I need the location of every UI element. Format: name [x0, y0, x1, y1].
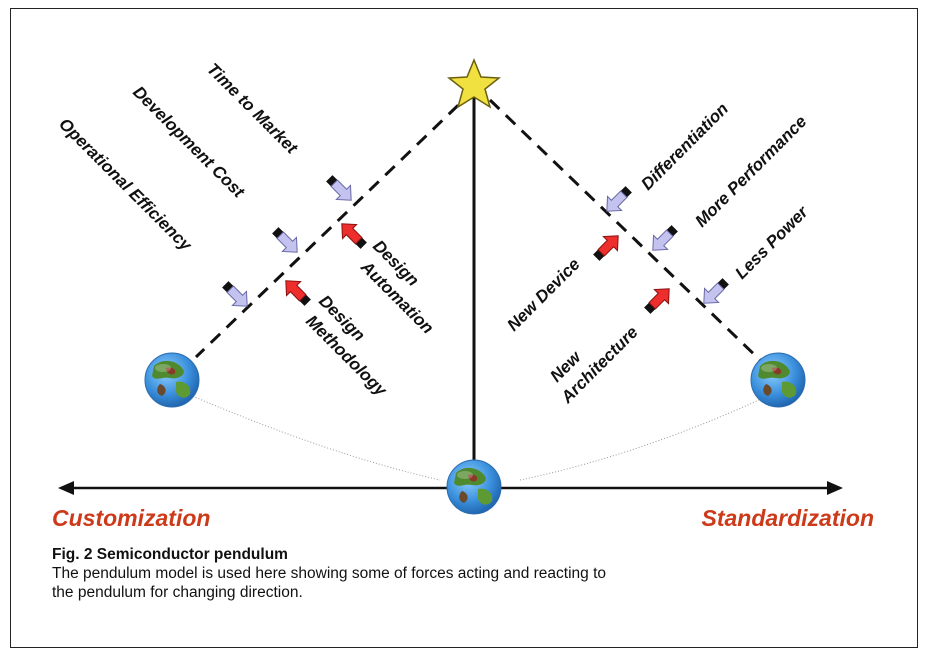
star-icon [446, 58, 502, 109]
globe-icon [750, 352, 806, 408]
force-label-time-to-market: Time to Market [203, 59, 302, 158]
arrow-icon [639, 281, 677, 319]
force-label-differentiation: Differentiation [637, 99, 732, 194]
reaction-label-new-device: New Device [503, 255, 583, 335]
arrow-icon [321, 170, 359, 208]
figure-caption: Fig. 2 Semiconductor pendulum The pendul… [52, 545, 872, 602]
axis-label-standardization: Standardization [701, 505, 874, 531]
arrow-icon [278, 273, 316, 311]
globe-icon [446, 459, 502, 515]
axis-arrowhead-right [827, 481, 843, 495]
swing-line-right [488, 98, 762, 362]
arrow-icon [334, 216, 372, 254]
caption-title: Fig. 2 Semiconductor pendulum [52, 546, 288, 563]
force-label-less-power: Less Power [731, 202, 812, 283]
caption-body-line-2: the pendulum for changing direction. [52, 584, 303, 601]
globe-icon [144, 352, 200, 408]
figure-frame [10, 8, 918, 648]
pendulum-arc-right [519, 394, 771, 481]
axis-label-customization: Customization [52, 505, 210, 531]
axis-arrowhead-left [58, 481, 74, 495]
arrow-icon [267, 222, 305, 260]
caption-body-line-1: The pendulum model is used here showing … [52, 565, 607, 582]
arrow-icon [645, 220, 683, 258]
arrow-icon [588, 228, 626, 266]
pendulum-arc-left [189, 394, 441, 481]
